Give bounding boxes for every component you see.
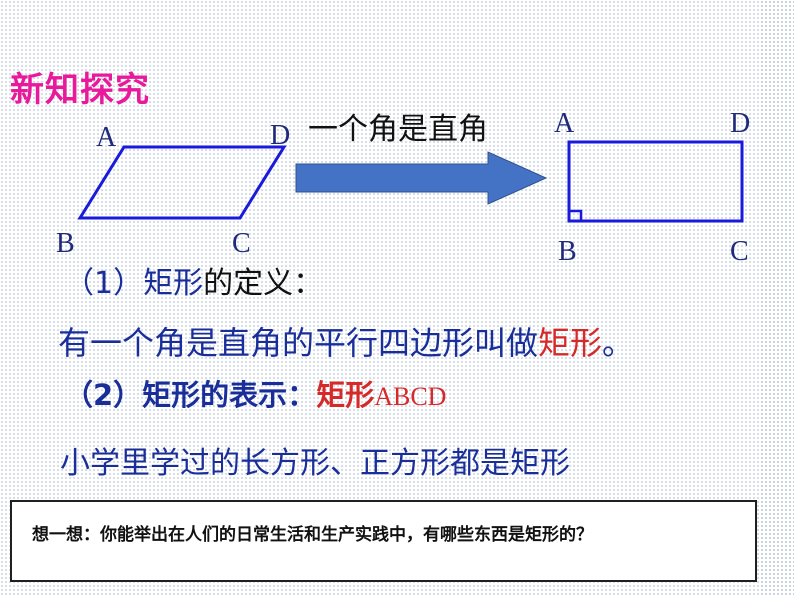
note-text: 小学里学过的长方形、正方形都是矩形: [60, 446, 570, 481]
rect-label-b: B: [558, 236, 577, 267]
vertex-label-d: D: [270, 120, 291, 151]
definition-period: 。: [602, 324, 635, 362]
definition-main: 有一个角是直角的平行四边形叫做: [58, 324, 539, 362]
question-text: 想一想：你能举出在人们的日常生活和生产实践中，有哪些东西是矩形的？: [32, 525, 593, 545]
definition-label: 的定义：: [203, 266, 324, 301]
notation-letters: ABCD: [374, 382, 447, 411]
rect-label-d: D: [730, 108, 751, 139]
parallelogram-abcd: [77, 145, 287, 220]
rect-label-a: A: [554, 108, 575, 139]
definition-heading: （1）矩形的定义：: [64, 258, 323, 302]
vertex-label-a: A: [96, 122, 117, 153]
question-box: 想一想：你能举出在人们的日常生活和生产实践中，有哪些东西是矩形的？: [10, 500, 757, 582]
definition-term-red: 矩形: [538, 324, 603, 362]
right-angle-mark: [570, 209, 583, 220]
rectangle-abcd: [567, 140, 744, 223]
notation-line: （2）矩形的表示：矩形ABCD: [64, 372, 446, 414]
vertex-label-c: C: [232, 228, 251, 259]
vertex-label-b: B: [56, 228, 75, 259]
rect-label-c: C: [730, 236, 749, 267]
slide-edge-pattern: [760, 0, 794, 596]
definition-statement: 有一个角是直角的平行四边形叫做矩形。: [58, 318, 634, 364]
condition-text: 一个角是直角: [308, 112, 488, 147]
right-arrow: [295, 151, 548, 205]
definition-number: （1）: [64, 266, 144, 301]
page-title: 新知探究: [10, 70, 150, 110]
notation-heading: （2）矩形的表示：: [64, 378, 317, 412]
notation-red-prefix: 矩形: [316, 378, 375, 412]
definition-term: 矩形: [143, 266, 204, 301]
